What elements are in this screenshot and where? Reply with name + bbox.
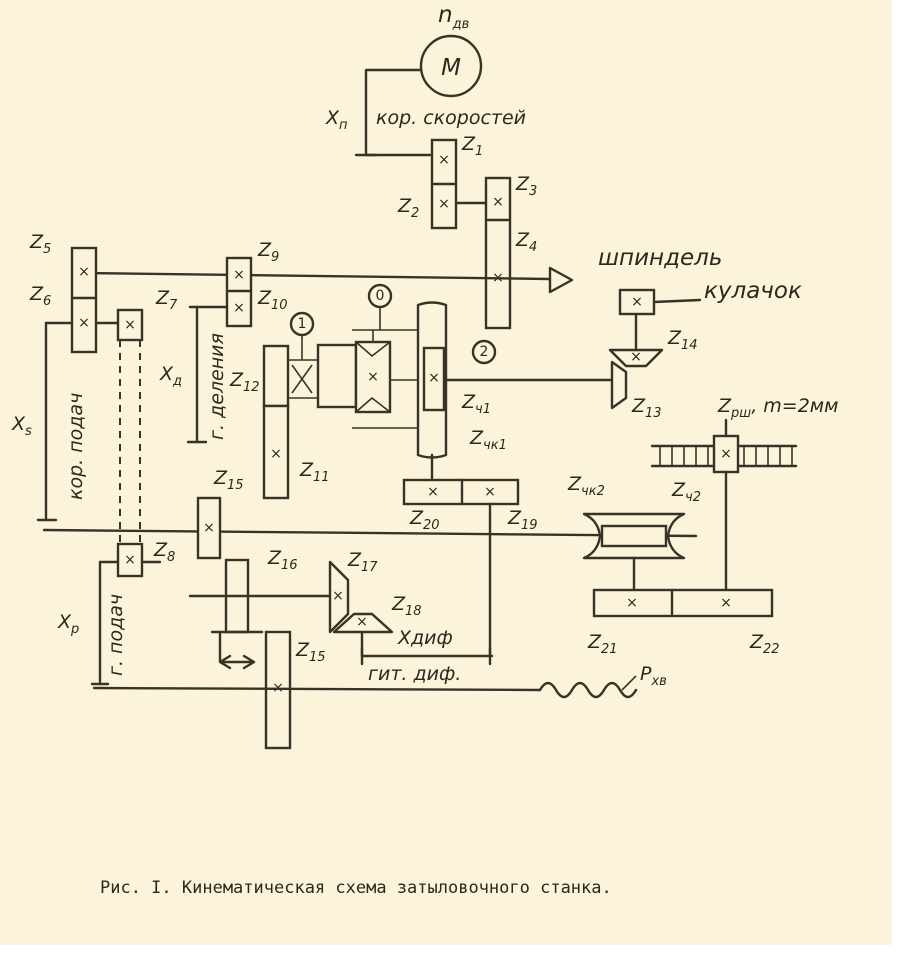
feed-guitar-label: г. подач [105, 594, 127, 676]
svg-text:×: × [203, 520, 215, 536]
gear-z7 [116, 308, 144, 342]
svg-text:×: × [233, 300, 245, 316]
svg-text:×: × [492, 194, 504, 210]
svg-text:×: × [332, 588, 344, 604]
gear-label-z10: Z10 [257, 287, 288, 313]
gear-label-z17: Z17 [347, 549, 378, 575]
scan-edge-right [892, 0, 901, 965]
gear-label-zch2: Zч2 [671, 479, 701, 505]
gear-z5-z6 [70, 246, 98, 354]
gear-z21-z22 [592, 588, 774, 618]
gear-label-z20: Z20 [409, 507, 440, 533]
gear-label-z9: Z9 [257, 239, 279, 265]
gear-label-z13: Z13 [631, 395, 662, 421]
svg-text:×: × [438, 152, 450, 168]
svg-text:×: × [233, 267, 245, 283]
svg-text:×: × [78, 264, 90, 280]
gear-label-z11: Z11 [299, 459, 330, 485]
svg-text:×: × [626, 595, 638, 611]
cam-label: кулачок [704, 278, 802, 304]
svg-text:×: × [367, 369, 379, 385]
x-d-label: Xд [159, 363, 182, 389]
gear-label-z14: Z14 [667, 327, 698, 353]
dif-guitar-label: гит. диф. [368, 663, 461, 685]
gear-label-z21: Z21 [587, 631, 618, 657]
diff-left-bevel [316, 343, 358, 409]
gear-label-z18: Z18 [391, 593, 422, 619]
svg-text:×: × [484, 484, 496, 500]
worm-zch2 [600, 524, 668, 548]
motor-speed-label: nдв [438, 2, 469, 32]
x-dif-label: Xдиф [397, 627, 453, 649]
gear-label-z15b: Z15 [295, 639, 326, 665]
circle-0-label: 0 [376, 288, 385, 304]
x-n-label: Xп [325, 107, 348, 133]
gear-label-z3: Z3 [515, 173, 537, 199]
division-guitar-label: г. деления [206, 333, 228, 440]
worm-wheel-zch1 [416, 301, 448, 459]
svg-text:×: × [630, 349, 642, 365]
spring-icon [538, 681, 638, 699]
gear-label-z8: Z8 [153, 539, 175, 565]
svg-text:×: × [124, 317, 136, 333]
svg-text:×: × [356, 614, 368, 630]
svg-text:×: × [427, 484, 439, 500]
figure-caption: Рис. I. Кинематическая схема затыловочно… [100, 878, 612, 898]
svg-text:×: × [270, 446, 282, 462]
gear-label-z4: Z4 [515, 229, 537, 255]
gear-z8 [116, 542, 144, 578]
gear-z12 [262, 344, 290, 408]
gear-label-z15a: Z15 [213, 467, 244, 493]
gear-label-z16: Z16 [267, 547, 298, 573]
gear-label-zchk2: Zчк2 [567, 473, 605, 499]
spindle-label: шпиндель [598, 245, 722, 271]
scan-edge-bottom [0, 945, 901, 965]
gear-label-zch1: Zч1 [461, 391, 491, 417]
gear-label-z6: Z6 [29, 283, 51, 309]
x-s-label: Xs [11, 413, 32, 439]
gear-z18 [332, 612, 394, 634]
svg-text:×: × [720, 446, 732, 462]
svg-text:×: × [438, 196, 450, 212]
spindle-arrow-icon [548, 266, 574, 294]
speed-box-label: кор. скоростей [376, 107, 526, 129]
svg-text:×: × [631, 294, 643, 310]
gear-z11 [262, 404, 290, 500]
circle-2-label: 2 [480, 344, 489, 360]
feed-box-label: кор. подач [65, 393, 87, 500]
gear-zrsh [712, 434, 740, 474]
svg-text:×: × [78, 315, 90, 331]
svg-text:×: × [720, 595, 732, 611]
svg-text:×: × [124, 552, 136, 568]
gear-label-zchk1: Zчк1 [469, 427, 507, 453]
circle-1-label: 1 [298, 316, 307, 332]
gear-label-z12: Z12 [229, 369, 260, 395]
svg-text:×: × [428, 370, 440, 386]
gear-label-z5: Z5 [29, 231, 51, 257]
worm-wheel-zchk2 [582, 512, 686, 560]
gear-label-z7: Z7 [155, 287, 178, 313]
gear-label-z22: Z22 [749, 631, 780, 657]
gear-z14 [608, 348, 664, 368]
gear-label-z1: Z1 [461, 133, 483, 159]
rack-label: Zрш, m=2мм [717, 395, 838, 421]
gear-z17 [328, 560, 350, 634]
gear-z3-z4 [484, 176, 512, 330]
cam [618, 288, 656, 316]
gear-z15-upper [196, 496, 222, 560]
speed-box: Xп кор. скоростей [325, 68, 526, 157]
p-hv-label: Pхв [640, 663, 667, 689]
motor-label: M [441, 55, 461, 81]
gear-z13 [610, 360, 628, 410]
worm-zch1 [422, 346, 446, 412]
gear-label-z2: Z2 [397, 195, 419, 221]
motor: M nдв [419, 2, 483, 98]
kinematic-scheme: M nдв Xп кор. скоростей × × × × шпиндель… [11, 2, 838, 898]
x-p-label: Xр [57, 611, 79, 637]
gear-label-z19: Z19 [507, 507, 538, 533]
